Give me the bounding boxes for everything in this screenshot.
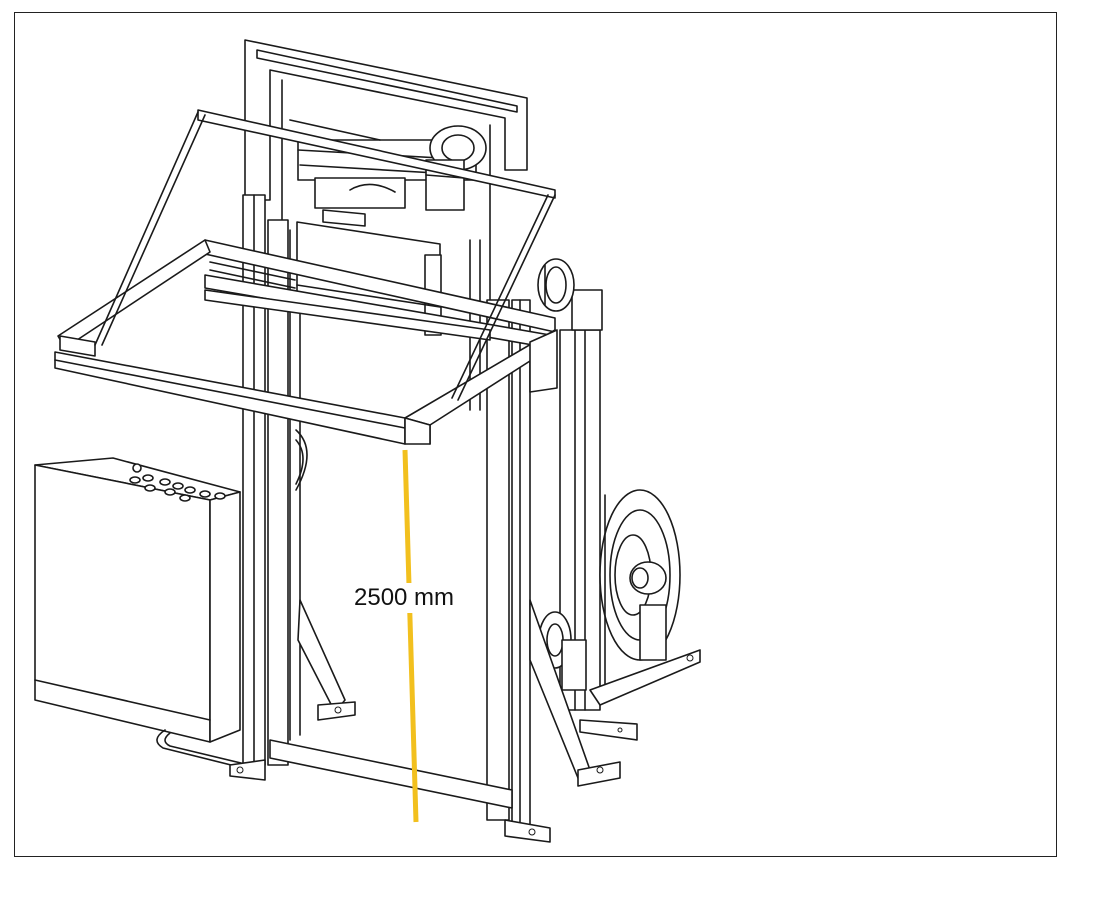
figure-frame bbox=[14, 12, 1057, 857]
top-arch bbox=[94, 109, 556, 401]
bottom-frame bbox=[229, 599, 694, 843]
strap-dispenser bbox=[537, 258, 701, 741]
control-box bbox=[34, 457, 246, 769]
dimension-label: 2500 mm bbox=[352, 583, 457, 613]
control-buttons bbox=[129, 463, 226, 502]
strap-loop bbox=[295, 429, 308, 491]
table-frame bbox=[54, 239, 558, 445]
dimension-line bbox=[402, 449, 419, 823]
